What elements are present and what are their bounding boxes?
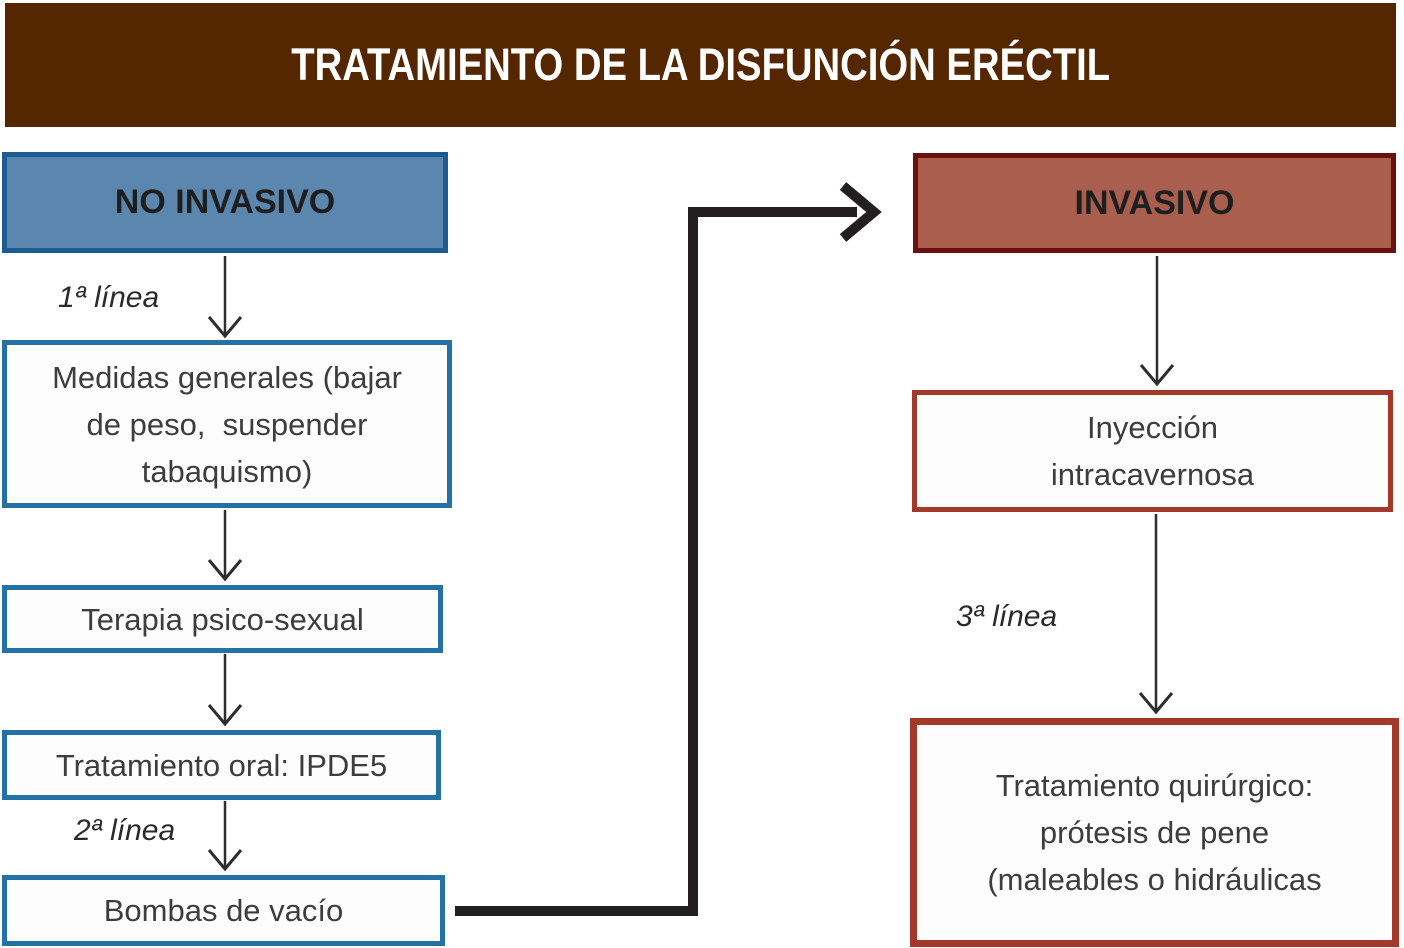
label-third-line: 3ª línea: [956, 600, 1058, 633]
node-quirurgico-line3: (maleables o hidráulicas: [987, 862, 1322, 897]
node-medidas-line3: tabaquismo): [141, 453, 313, 489]
node-inyeccion-line1: Inyección: [1087, 410, 1218, 445]
node-oral-line1: Tratamiento oral: IPDE5: [55, 747, 388, 783]
arrow-inyeccion-to-quirurgico: [1138, 514, 1174, 715]
node-medidas-line2: de peso, suspender: [86, 406, 368, 442]
node-medidas-line1: Medidas generales (bajar: [52, 359, 402, 395]
arrow-invasivo-to-inyeccion: [1139, 256, 1175, 387]
arrow-noinvasivo-to-medidas: [207, 256, 243, 339]
arrow-bombas-to-invasivo: [455, 182, 882, 916]
node-bombas-line1: Bombas de vacío: [103, 893, 344, 928]
node-no-invasivo-label: NO INVASIVO: [114, 183, 336, 221]
arrow-medidas-to-terapia: [207, 510, 243, 582]
diagram-title-bar: TRATAMIENTO DE LA DISFUNCIÓN ERÉCTIL: [5, 3, 1396, 127]
arrow-terapia-to-oral: [207, 654, 243, 727]
node-invasivo-label: INVASIVO: [1074, 183, 1235, 222]
node-medidas-generales: Medidas generales (bajar de peso, suspen…: [2, 340, 452, 508]
node-tratamiento-quirurgico: Tratamiento quirúrgico: prótesis de pene…: [910, 718, 1399, 947]
node-no-invasivo: NO INVASIVO: [2, 152, 448, 253]
label-second-line: 2ª línea: [74, 814, 176, 847]
node-inyeccion-line2: intracavernosa: [1050, 457, 1255, 492]
page-title: TRATAMIENTO DE LA DISFUNCIÓN ERÉCTIL: [291, 39, 1110, 90]
node-tratamiento-oral: Tratamiento oral: IPDE5: [2, 730, 441, 800]
node-terapia-psico-sexual: Terapia psico-sexual: [2, 585, 443, 653]
node-quirurgico-line1: Tratamiento quirúrgico:: [995, 768, 1314, 803]
node-inyeccion-intracavernosa: Inyección intracavernosa: [912, 390, 1393, 512]
label-first-line: 1ª línea: [58, 281, 160, 314]
node-bombas-de-vacio: Bombas de vacío: [2, 875, 445, 946]
node-quirurgico-line2: prótesis de pene: [1039, 815, 1270, 850]
node-terapia-line1: Terapia psico-sexual: [81, 601, 364, 637]
arrow-oral-to-bombas: [207, 801, 243, 872]
node-invasivo: INVASIVO: [913, 153, 1396, 253]
